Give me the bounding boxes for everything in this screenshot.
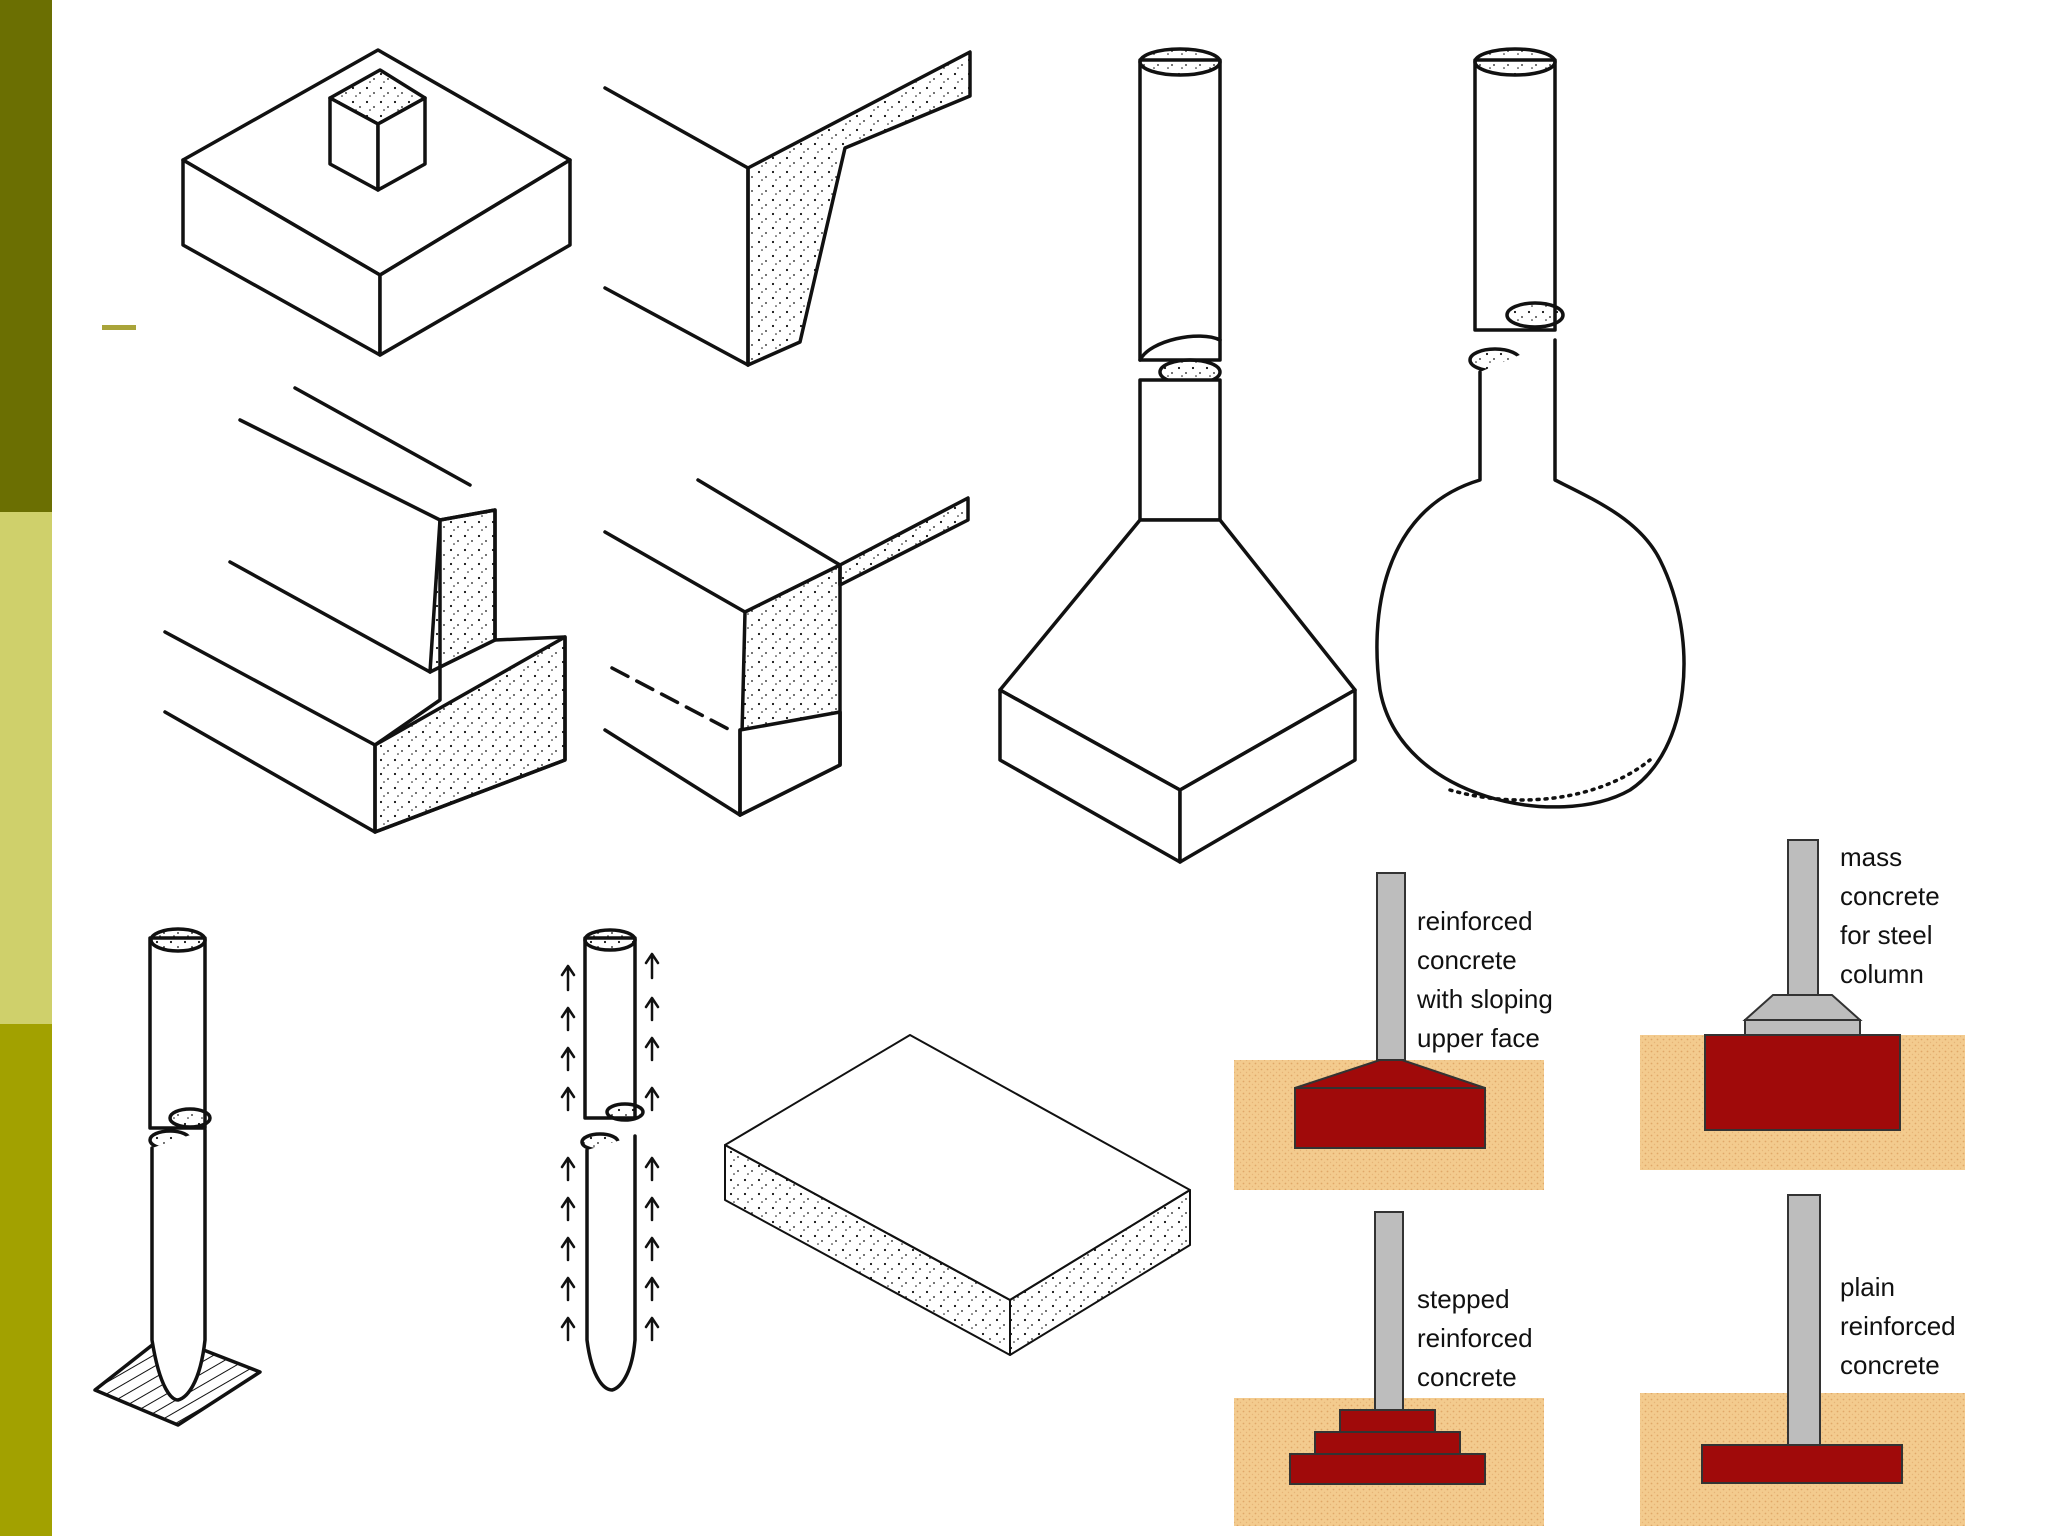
label-plain: plain reinforced concrete bbox=[1840, 1272, 1956, 1380]
section-stepped bbox=[1234, 1211, 1544, 1526]
pyramid-pier-drawing bbox=[998, 47, 1357, 864]
end-bearing-pile-drawing bbox=[93, 927, 262, 1427]
section-mass-concrete bbox=[1640, 839, 1965, 1170]
trapezoid-strip-drawing bbox=[603, 50, 972, 367]
bulb-pier-drawing bbox=[1375, 47, 1686, 809]
side-band-top bbox=[0, 0, 52, 512]
raft-slab-drawing bbox=[724, 1034, 1191, 1356]
label-stepped: stepped reinforced concrete bbox=[1417, 1284, 1533, 1392]
side-band-bottom bbox=[0, 1024, 52, 1536]
label-mass-concrete: mass concrete for steel column bbox=[1840, 842, 1940, 989]
pad-footing-drawing bbox=[181, 48, 572, 357]
box-strip-drawing bbox=[603, 478, 970, 817]
section-sloping-reinforced bbox=[1234, 872, 1544, 1190]
bullet-dash bbox=[102, 325, 136, 330]
l-strip-footing-drawing bbox=[163, 386, 567, 834]
label-sloping-reinforced: reinforced concrete with sloping upper f… bbox=[1417, 906, 1553, 1053]
friction-pile-drawing bbox=[560, 928, 660, 1392]
side-band-middle bbox=[0, 512, 52, 1024]
section-plain-reinforced bbox=[1640, 1194, 1965, 1526]
